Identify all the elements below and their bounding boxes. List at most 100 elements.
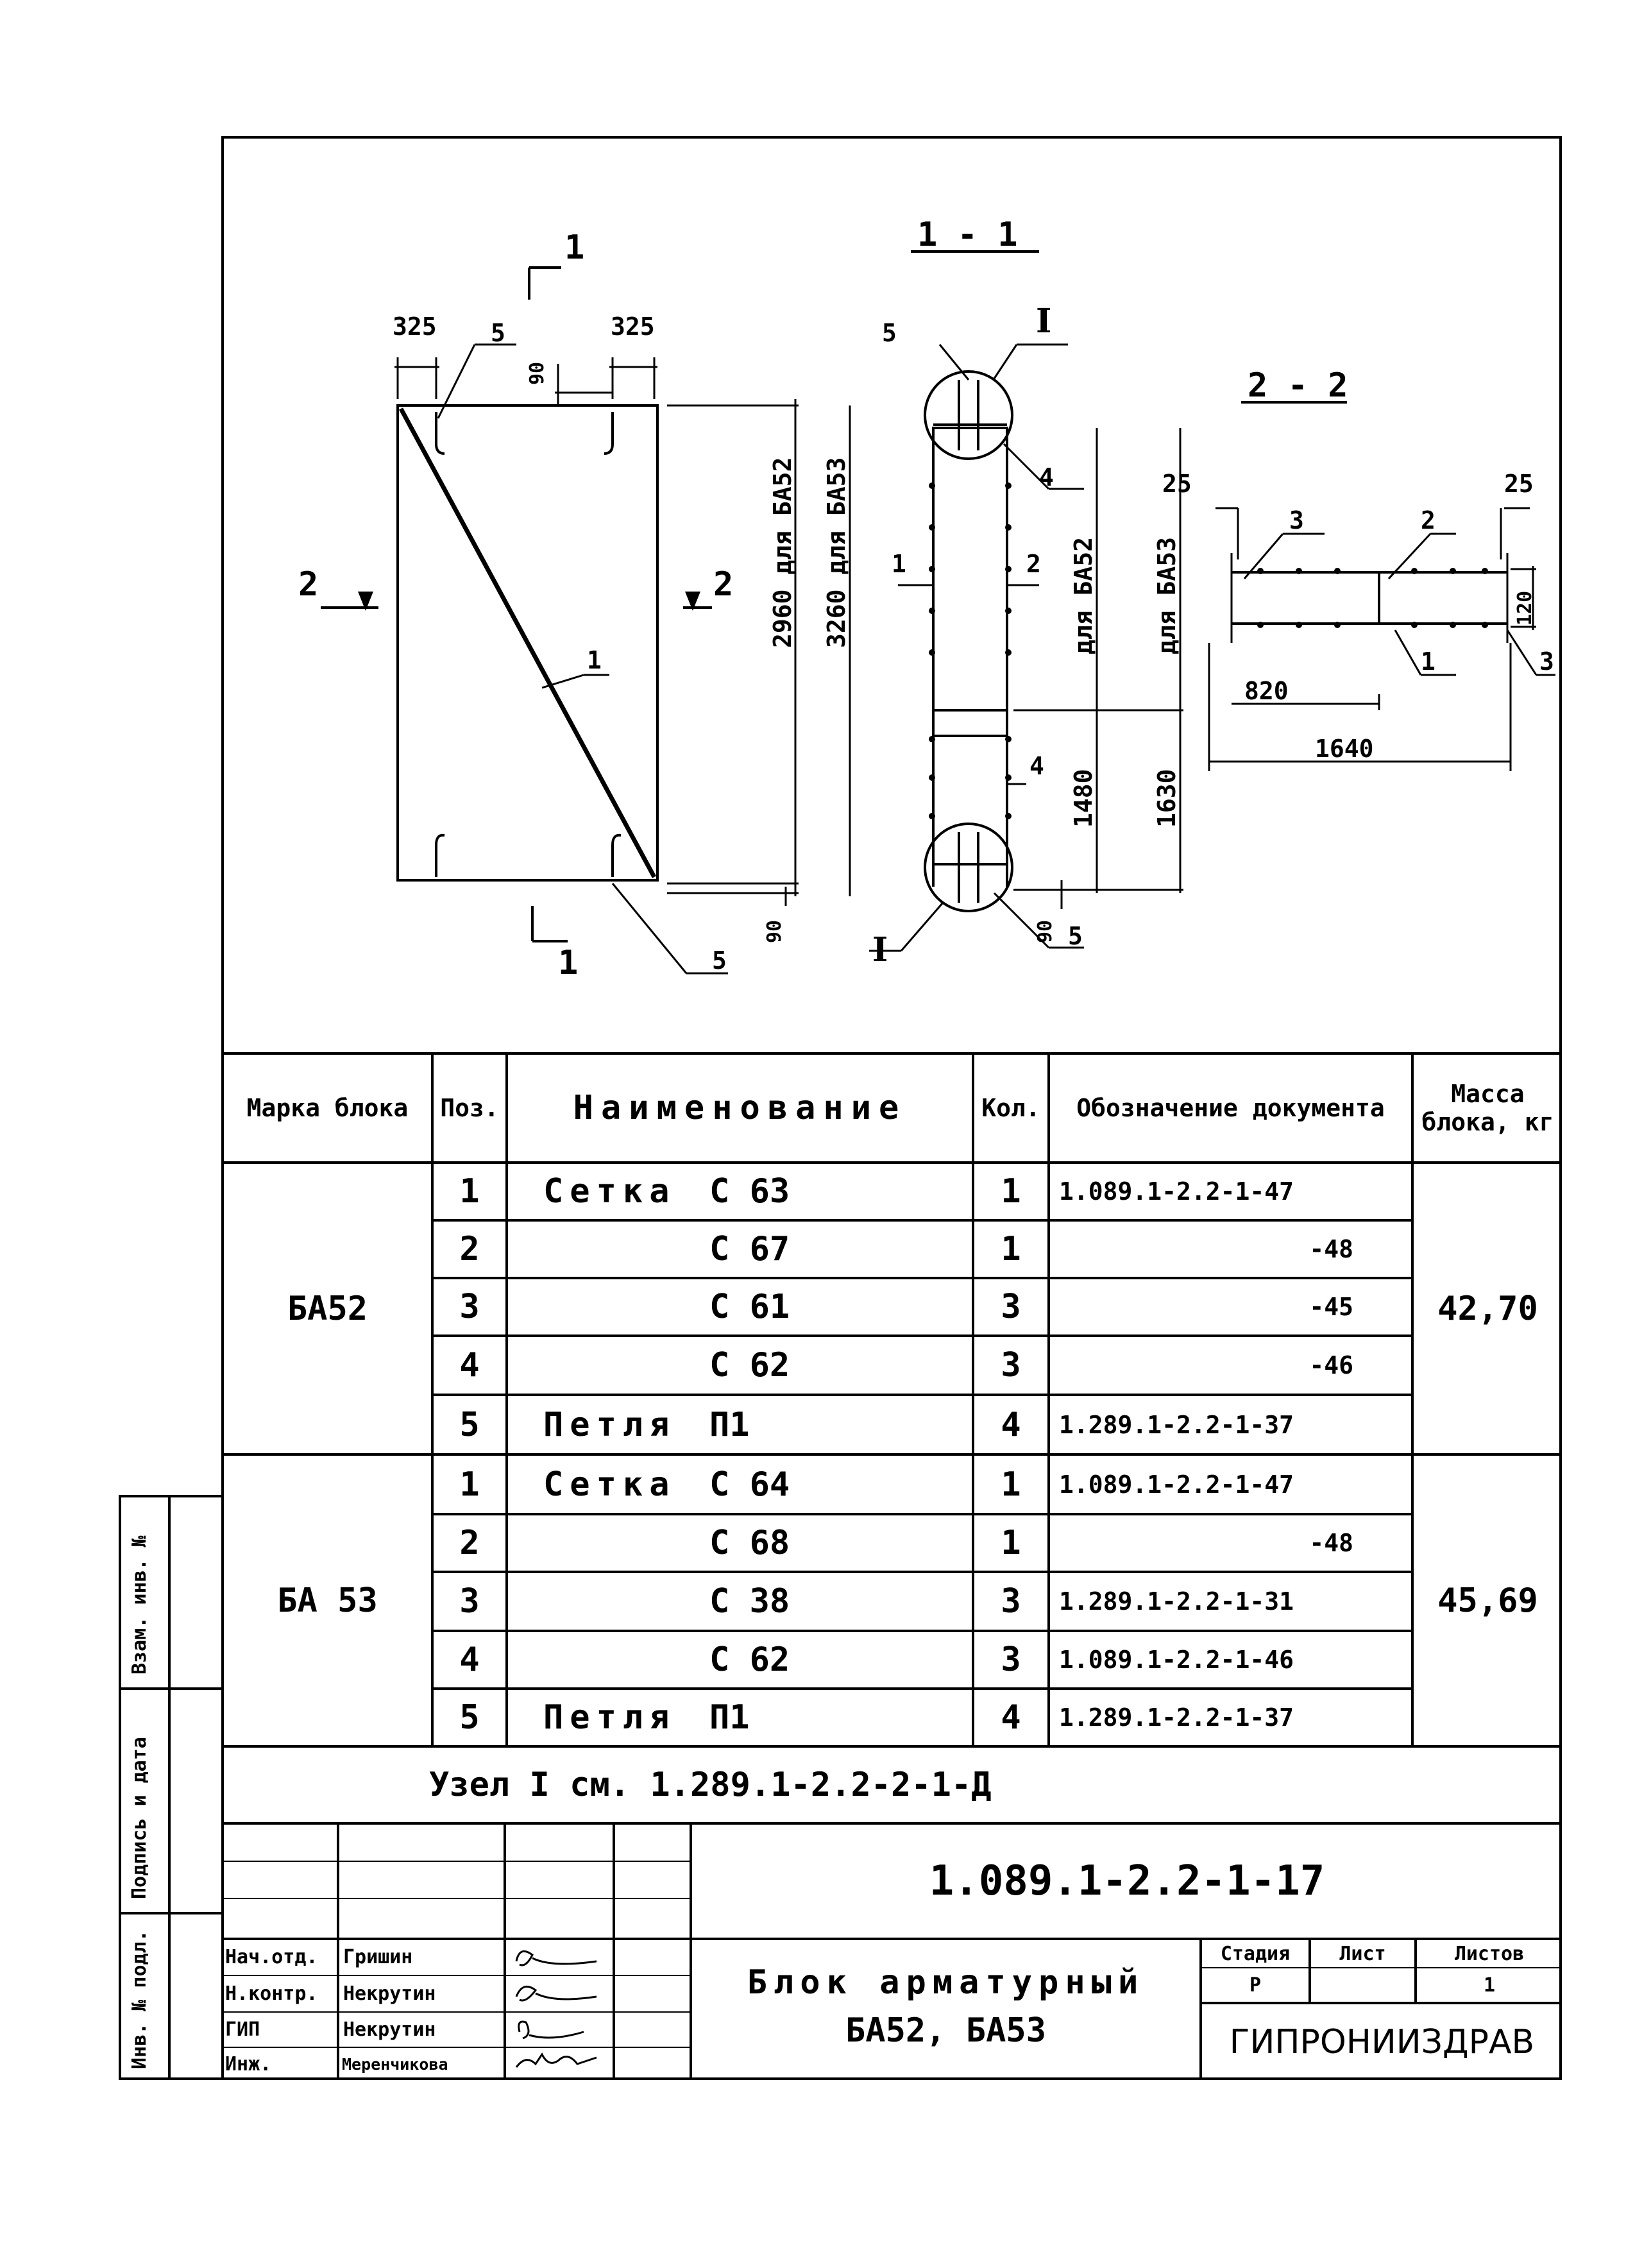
row-code: С 62 — [709, 1641, 790, 1679]
row-qty: 4 — [1001, 1405, 1021, 1444]
dim-dla-ba53: для БА53 — [1153, 536, 1181, 654]
row-doc: -48 — [1309, 1529, 1353, 1557]
row-name: Сетка — [543, 1172, 676, 1211]
sheet-frame — [221, 136, 1562, 2080]
sheets-value: 1 — [1483, 1974, 1496, 1997]
row-pos: 2 — [459, 1230, 480, 1268]
row-doc: 1.289.1-2.2-1-37 — [1059, 1703, 1294, 1732]
loop-bottom-right — [611, 833, 622, 877]
section-pos-4-bottom: 4 — [1029, 752, 1044, 780]
node-I-top-circle — [924, 370, 1013, 460]
sheets-header: Листов — [1454, 1942, 1525, 1965]
row-qty: 4 — [1001, 1698, 1021, 1737]
section-1-1-body — [932, 427, 1008, 737]
row-doc: 1.289.1-2.2-1-31 — [1059, 1587, 1294, 1616]
p22-pos-3-right: 3 — [1539, 647, 1554, 676]
dim-90-section: 90 — [1034, 919, 1056, 943]
person-name: Гришин — [343, 1945, 413, 1968]
row-qty: 1 — [1001, 1465, 1021, 1504]
group-mass: 42,70 — [1437, 1289, 1538, 1328]
person-name: Некрутин — [343, 2018, 436, 2041]
sheet-header: Лист — [1339, 1942, 1386, 1965]
header-name: Наименование — [573, 1089, 907, 1127]
podpis-label: Подпись и дата — [128, 1737, 151, 1899]
dim-1480: 1480 — [1069, 769, 1097, 828]
row-doc: -45 — [1309, 1293, 1353, 1321]
group-mass: 45,69 — [1437, 1581, 1538, 1620]
header-mark: Марка блока — [246, 1094, 409, 1122]
signature-scribbles — [515, 1950, 597, 2068]
row-doc: 1.089.1-2.2-1-47 — [1059, 1177, 1294, 1206]
loop-top-right — [604, 412, 614, 455]
pos-1-diag: 1 — [587, 646, 602, 674]
dim-120: 120 — [1514, 590, 1536, 626]
row-pos: 3 — [459, 1582, 480, 1621]
row-pos: 3 — [459, 1288, 480, 1326]
row-doc: -48 — [1309, 1235, 1353, 1263]
row-name: Петля — [543, 1405, 676, 1444]
stage-value: Р — [1249, 1974, 1262, 1997]
role-label: Инж. — [225, 2052, 272, 2076]
dim-25-right: 25 — [1504, 470, 1534, 498]
p22-pos-2: 2 — [1421, 506, 1435, 534]
row-code: С 38 — [709, 1582, 790, 1621]
loop-bottom-left — [435, 833, 445, 877]
block-front-view — [396, 404, 659, 882]
role-label: Нач.отд. — [225, 1945, 318, 1968]
group-mark: БА52 — [287, 1289, 368, 1328]
header-pos: Поз. — [440, 1094, 499, 1122]
dim-25-left: 25 — [1162, 470, 1192, 498]
pos-5-bottom: 5 — [712, 946, 727, 975]
diagonal-bar-1 — [398, 407, 657, 878]
role-label: Н.контр. — [225, 1982, 318, 2005]
row-code: П1 — [709, 1698, 750, 1737]
section-pos-1: 1 — [892, 550, 906, 578]
row-code: С 62 — [709, 1346, 790, 1385]
header-mass: Масса блока, кг — [1421, 1080, 1554, 1136]
p22-pos-1: 1 — [1421, 647, 1435, 676]
loop-top-left — [435, 412, 445, 455]
row-qty: 1 — [1001, 1230, 1021, 1268]
section-pos-5-bottom: 5 — [1068, 922, 1083, 950]
row-pos: 4 — [459, 1346, 480, 1385]
group-mark: БА 53 — [277, 1581, 378, 1620]
role-label: ГИП — [225, 2018, 260, 2041]
row-qty: 3 — [1001, 1288, 1021, 1326]
section-2-2-title: 2 - 2 — [1248, 366, 1348, 405]
row-code: С 64 — [709, 1465, 790, 1504]
p22-pos-3-left: 3 — [1289, 506, 1304, 534]
section-pos-2: 2 — [1026, 550, 1041, 578]
row-doc: 1.089.1-2.2-1-47 — [1059, 1470, 1294, 1499]
document-code: 1.089.1-2.2-1-17 — [929, 1857, 1325, 1905]
dim-2960: 2960 для БА52 — [768, 457, 797, 648]
row-name: Сетка — [543, 1465, 676, 1504]
node-I-bottom-label: I — [872, 930, 888, 969]
header-qty: Кол. — [981, 1094, 1040, 1122]
sheet-value — [1311, 1968, 1414, 2002]
person-name: Меренчикова — [342, 2054, 448, 2074]
row-code: С 67 — [709, 1230, 790, 1268]
section-mark-1-bottom: 1 — [558, 944, 579, 982]
section-pos-5-top: 5 — [882, 319, 897, 347]
row-code: С 63 — [709, 1172, 790, 1211]
dim-820: 820 — [1244, 677, 1289, 705]
stage-header: Стадия — [1220, 1942, 1291, 1965]
row-pos: 1 — [459, 1465, 480, 1504]
section-mark-2-right: 2 — [713, 565, 734, 604]
row-pos: 5 — [459, 1405, 480, 1444]
row-pos: 4 — [459, 1641, 480, 1679]
row-pos: 5 — [459, 1698, 480, 1737]
row-code: С 68 — [709, 1524, 790, 1562]
section-mark-2-left: 2 — [298, 565, 319, 604]
node-reference-note: Узел I см. 1.289.1-2.2-2-1-Д — [429, 1766, 992, 1804]
pos-5-top: 5 — [491, 319, 505, 347]
row-code: П1 — [709, 1405, 750, 1444]
row-qty: 3 — [1001, 1582, 1021, 1621]
node-I-bottom-circle — [924, 823, 1013, 912]
row-pos: 1 — [459, 1172, 480, 1211]
dim-90-bottom: 90 — [763, 919, 786, 943]
document-title-line2: БА52, БА53 — [845, 2011, 1047, 2050]
row-pos: 2 — [459, 1524, 480, 1562]
row-qty: 1 — [1001, 1172, 1021, 1211]
row-doc: 1.089.1-2.2-1-46 — [1059, 1646, 1294, 1674]
